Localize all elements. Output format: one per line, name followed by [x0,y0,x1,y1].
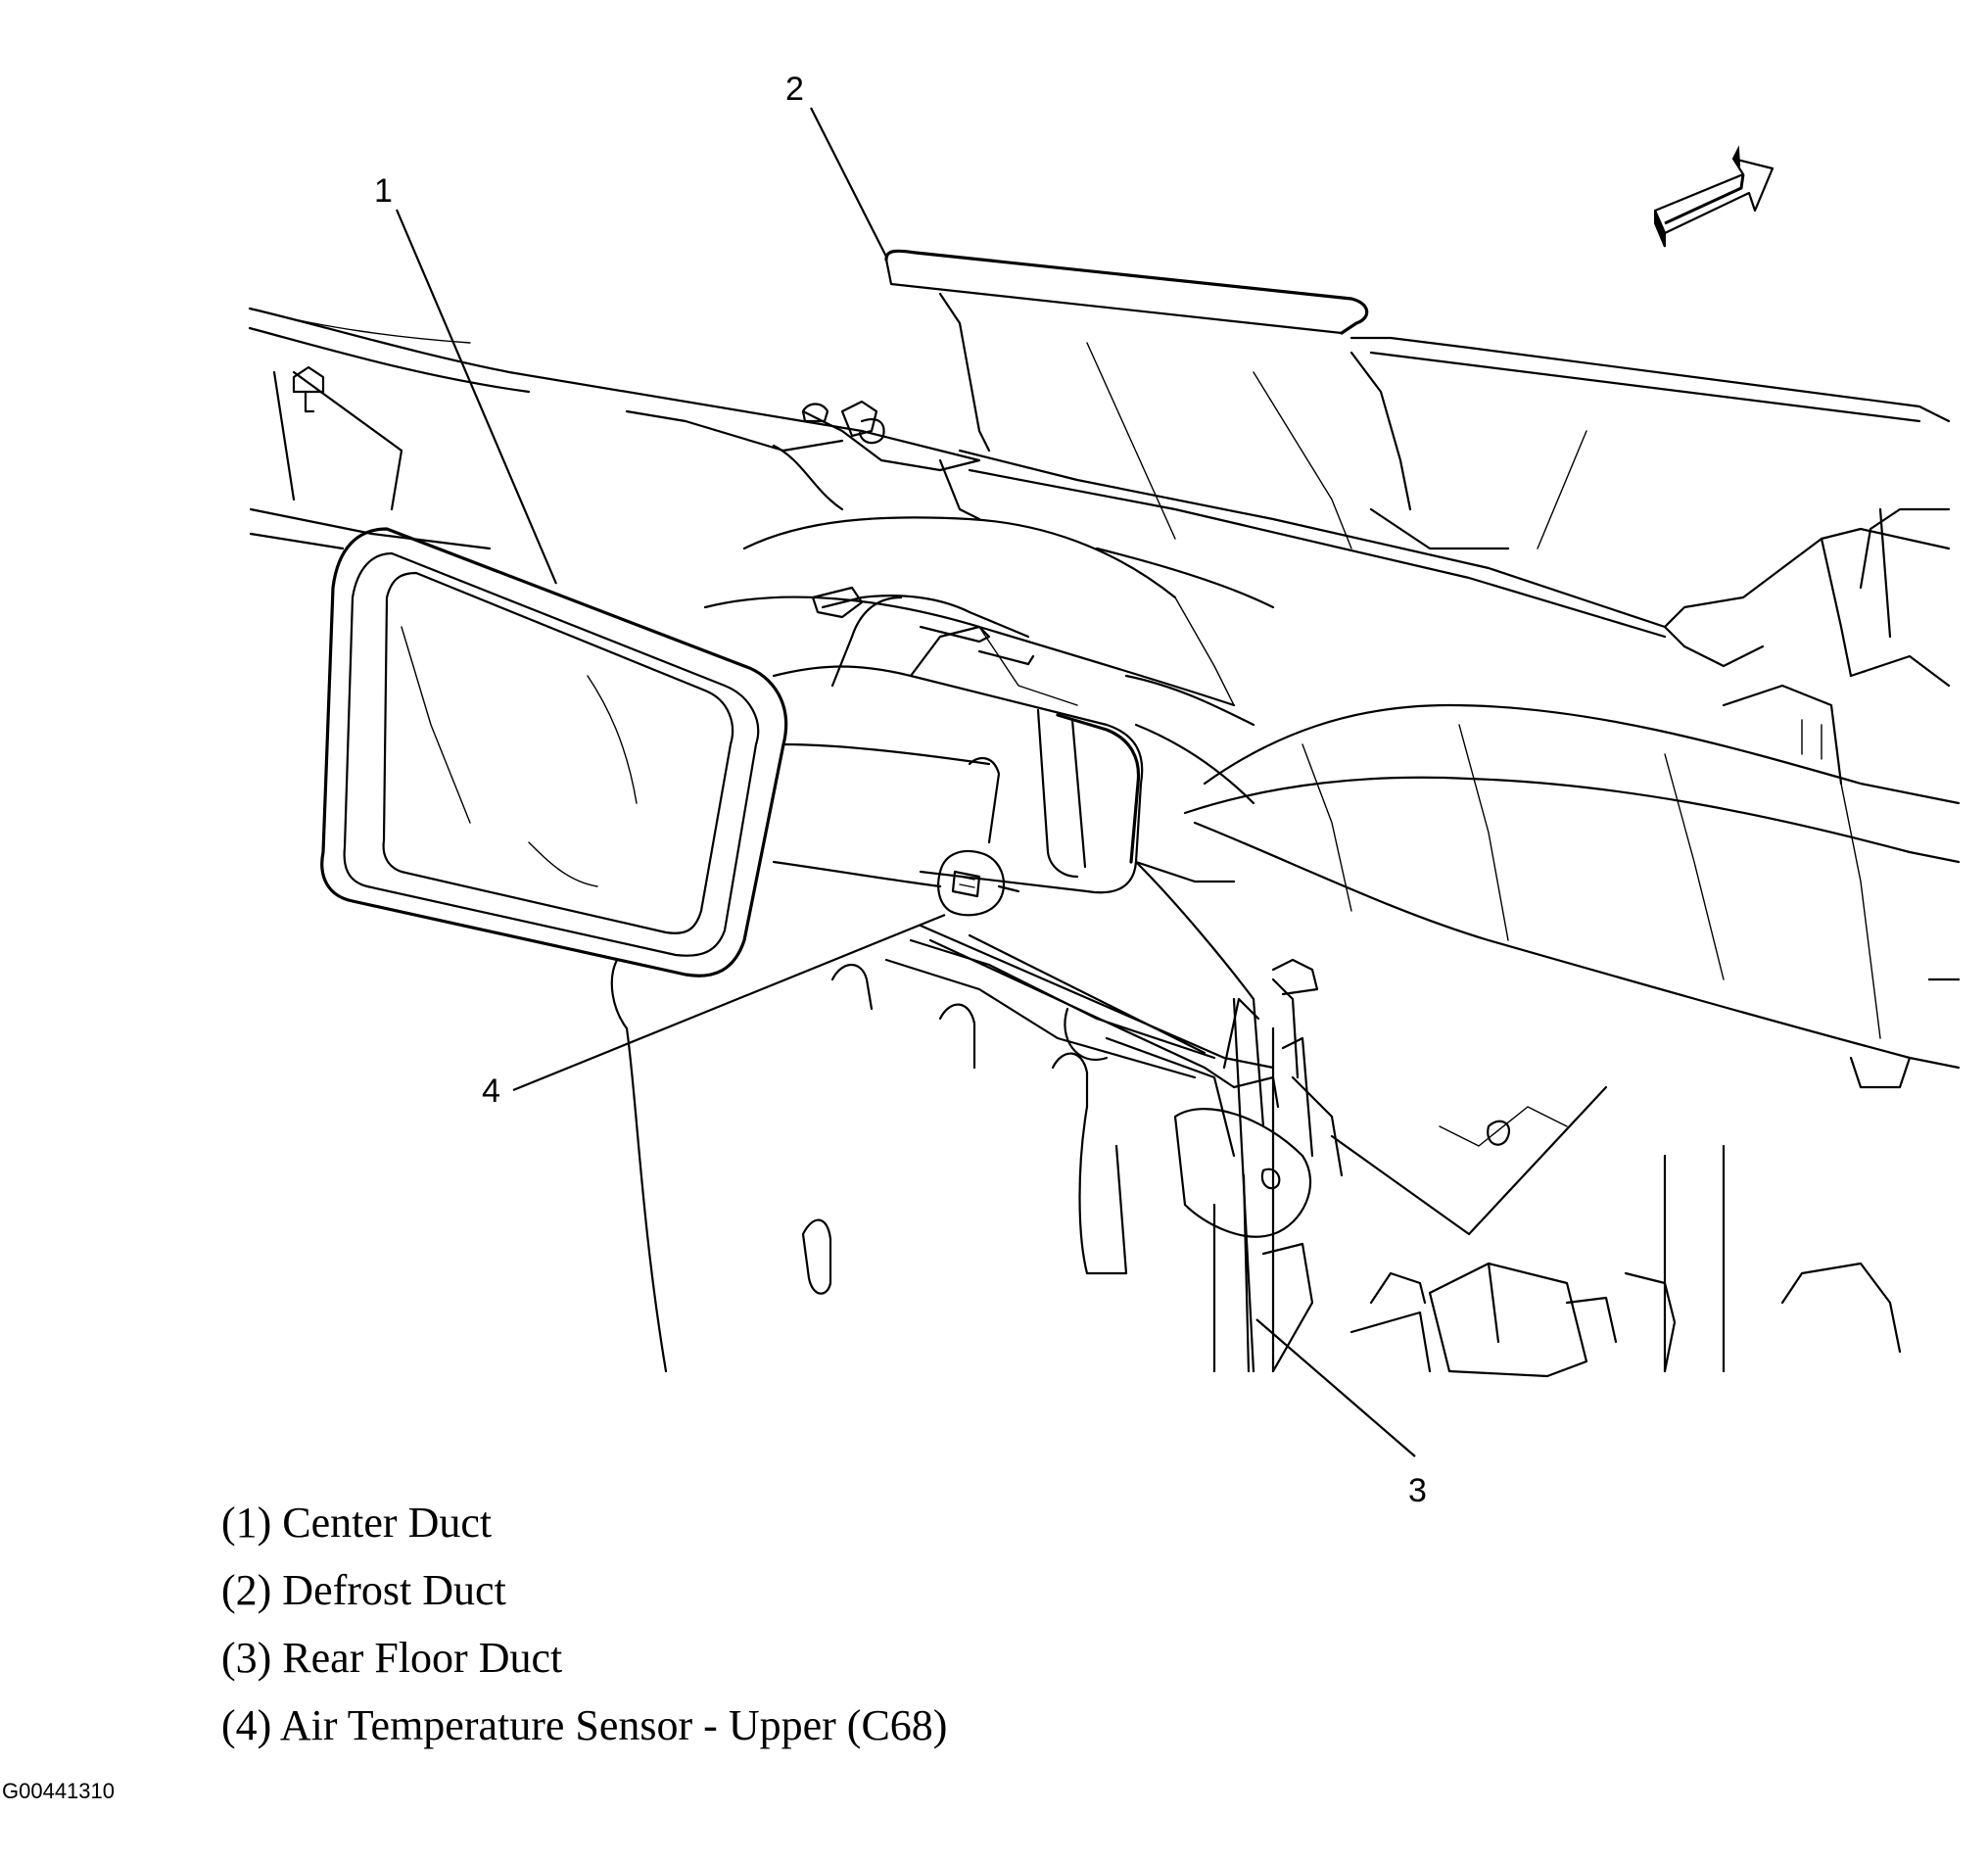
rear-floor-duct [919,924,1314,1373]
fasteners [292,365,1427,1305]
callout-4: 4 [482,1073,500,1110]
forward-arrow-icon [1653,145,1775,248]
leader-line-4 [512,913,946,1092]
figure-id: G00441310 [2,1779,115,1803]
leader-line-1 [395,209,558,585]
callout-3: 3 [1408,1472,1427,1509]
air-temperature-sensor [937,756,1020,917]
legend: (1) Center Duct (2) Defrost Duct (3) Rea… [221,1489,947,1759]
center-duct [320,527,1255,978]
legend-item-air-temperature-sensor: (4) Air Temperature Sensor - Upper (C68) [221,1701,948,1749]
legend-item-defrost-duct: (2) Defrost Duct [221,1566,506,1614]
legend-item-rear-floor-duct: (3) Rear Floor Duct [221,1634,563,1682]
leader-line-2 [810,107,887,258]
callout-2: 2 [785,71,804,108]
defrost-duct [884,249,1951,678]
legend-item-center-duct: (1) Center Duct [221,1499,493,1547]
callout-1: 1 [374,172,393,210]
leader-line-3 [1255,1318,1416,1457]
leader-lines [395,107,1416,1457]
